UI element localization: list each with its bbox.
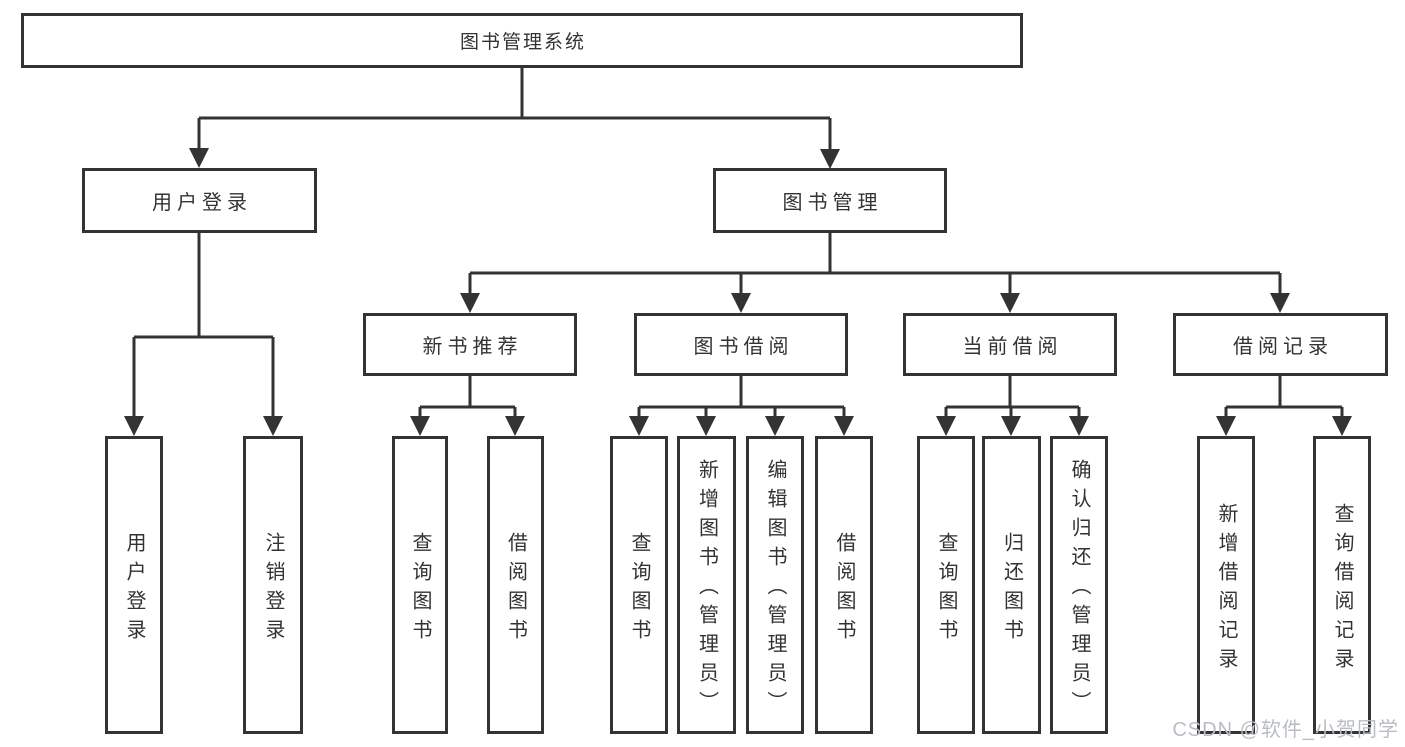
- arrowhead: [189, 148, 209, 168]
- node-label: 当前借阅: [962, 336, 1063, 358]
- leaf-borrow-books-1: 借阅图书: [487, 436, 544, 734]
- node-current-borrowing: 当前借阅: [903, 313, 1117, 376]
- node-new-book-recommend: 新书推荐: [363, 313, 577, 376]
- node-label: 归还图书: [1000, 531, 1023, 648]
- arrowhead: [124, 416, 144, 436]
- node-label: 图书管理系统: [459, 32, 586, 53]
- leaf-query-books-3: 查询图书: [917, 436, 975, 734]
- connector-borrow-records-to-leaves: [1216, 376, 1352, 436]
- node-label: 编辑图书（管理员）: [764, 459, 786, 720]
- connector-book-borrow-to-leaves: [629, 376, 854, 436]
- node-book-management: 图书管理: [713, 168, 947, 233]
- arrowhead: [834, 416, 854, 436]
- leaf-logout: 注销登录: [243, 436, 303, 734]
- node-label: 查询图书: [409, 531, 431, 648]
- connector-user-login-to-leaves: [124, 233, 283, 436]
- arrowhead: [936, 416, 956, 436]
- node-label: 用户登录: [123, 531, 145, 648]
- leaf-edit-books-admin: 编辑图书（管理员）: [746, 436, 804, 734]
- leaf-return-books: 归还图书: [982, 436, 1041, 734]
- node-label: 查询图书: [628, 531, 650, 648]
- arrowhead: [1069, 416, 1089, 436]
- leaf-query-borrow-record: 查询借阅记录: [1313, 436, 1371, 734]
- arrowhead: [1216, 416, 1236, 436]
- node-label: 确认归还（管理员）: [1068, 459, 1090, 720]
- node-label: 图书管理: [782, 192, 883, 214]
- node-label: 借阅图书: [504, 531, 527, 648]
- node-label: 借阅记录: [1233, 336, 1333, 358]
- csdn-watermark: CSDN @软件_小贺同学: [1172, 719, 1399, 741]
- arrowhead: [505, 416, 525, 436]
- connector-current-borrow-to-leaves: [936, 376, 1089, 436]
- node-library-management-system: 图书管理系统: [21, 13, 1023, 68]
- arrowhead: [696, 416, 716, 436]
- node-label: 注销登录: [262, 531, 284, 648]
- leaf-query-books-1: 查询图书: [392, 436, 448, 734]
- node-label: 查询图书: [935, 531, 957, 648]
- node-label: 新书推荐: [422, 336, 523, 358]
- leaf-borrow-books-2: 借阅图书: [815, 436, 873, 734]
- node-book-borrowing: 图书借阅: [634, 313, 848, 376]
- node-label: 用户登录: [152, 192, 252, 214]
- leaf-add-books-admin: 新增图书（管理员）: [677, 436, 736, 734]
- node-label: 新增借阅记录: [1215, 502, 1237, 677]
- arrowhead: [1000, 293, 1020, 313]
- arrowhead: [629, 416, 649, 436]
- leaf-query-books-2: 查询图书: [610, 436, 668, 734]
- arrowhead: [1332, 416, 1352, 436]
- arrowhead: [765, 416, 785, 436]
- node-borrowing-records: 借阅记录: [1173, 313, 1388, 376]
- connector-root-to-level2: [189, 68, 840, 169]
- arrowhead: [731, 293, 751, 313]
- node-label: 查询借阅记录: [1331, 502, 1353, 677]
- leaf-add-borrow-record: 新增借阅记录: [1197, 436, 1255, 734]
- node-label: 借阅图书: [833, 531, 855, 648]
- node-label: 图书借阅: [693, 336, 794, 358]
- leaf-user-login: 用户登录: [105, 436, 163, 734]
- node-user-login: 用户登录: [82, 168, 317, 233]
- arrowhead: [1001, 416, 1021, 436]
- leaf-confirm-return-admin: 确认归还（管理员）: [1050, 436, 1108, 734]
- node-label: 新增图书（管理员）: [695, 459, 718, 720]
- arrowhead: [410, 416, 430, 436]
- arrowhead: [460, 293, 480, 313]
- arrowhead: [263, 416, 283, 436]
- connector-book-mgmt-to-level3: [460, 233, 1290, 313]
- arrowhead: [820, 149, 840, 169]
- connector-new-book-to-leaves: [410, 376, 525, 436]
- arrowhead: [1270, 293, 1290, 313]
